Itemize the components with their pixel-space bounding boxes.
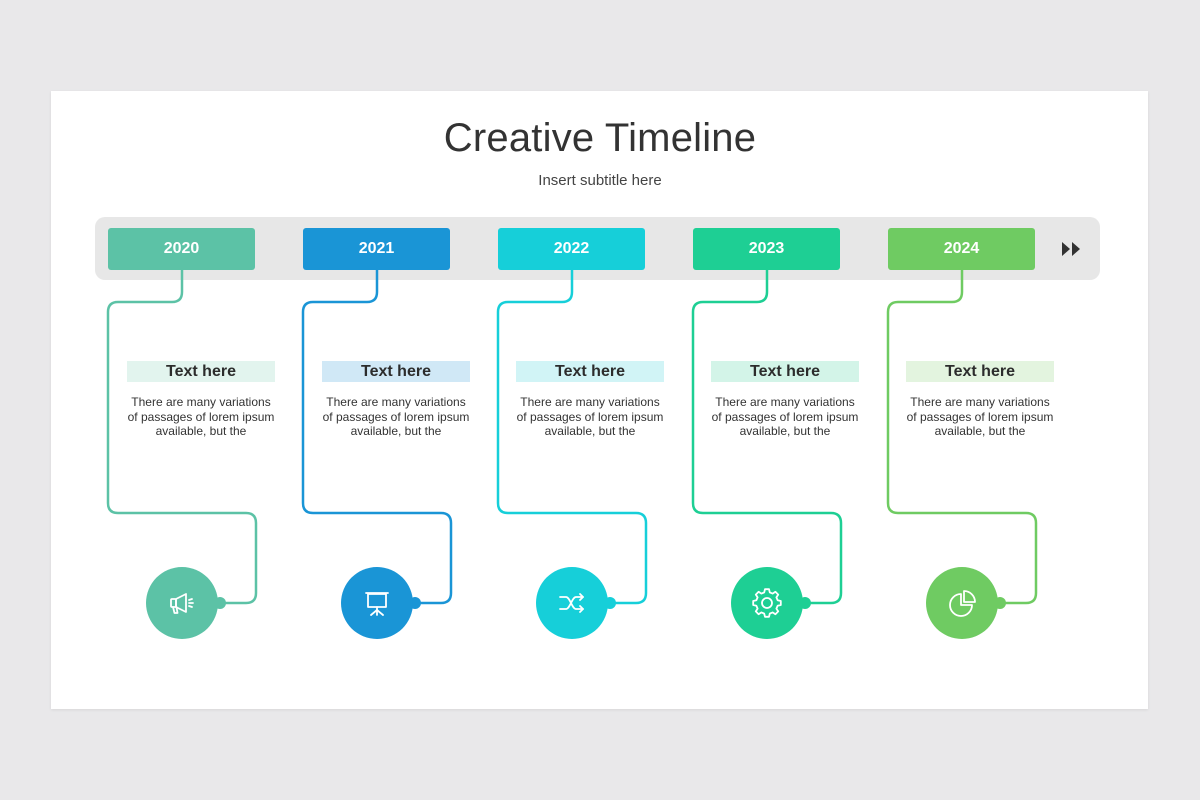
double-chevron-right-icon[interactable]: [1060, 240, 1082, 258]
milestone-icon-circle: [341, 567, 413, 639]
milestone-label: Text here: [906, 361, 1054, 382]
year-box-2024: 2024: [888, 228, 1035, 270]
milestone-description: There are many variations of passages of…: [711, 395, 859, 438]
slide-title: Creative Timeline: [443, 116, 757, 160]
milestone-description: There are many variations of passages of…: [127, 395, 275, 438]
milestone-icon-circle: [536, 567, 608, 639]
pie-chart-icon: [949, 590, 976, 617]
year-box-2020: 2020: [108, 228, 255, 270]
year-box-2022: 2022: [498, 228, 645, 270]
milestone-description: There are many variations of passages of…: [906, 395, 1054, 438]
milestone-icon-circle: [926, 567, 998, 639]
year-box-2021: 2021: [303, 228, 450, 270]
milestone-description: There are many variations of passages of…: [322, 395, 470, 438]
slide-subtitle: Insert subtitle here: [538, 172, 662, 189]
milestone-icon-circle: [146, 567, 218, 639]
milestone-description: There are many variations of passages of…: [516, 395, 664, 438]
shuffle-icon: [559, 593, 584, 613]
milestone-label: Text here: [322, 361, 470, 382]
gear-icon: [752, 588, 782, 618]
milestone-icon-circle: [731, 567, 803, 639]
milestone-label: Text here: [711, 361, 859, 382]
year-box-2023: 2023: [693, 228, 840, 270]
milestone-label: Text here: [516, 361, 664, 382]
presentation-board-icon: [365, 592, 389, 616]
megaphone-icon: [170, 593, 194, 614]
milestone-label: Text here: [127, 361, 275, 382]
